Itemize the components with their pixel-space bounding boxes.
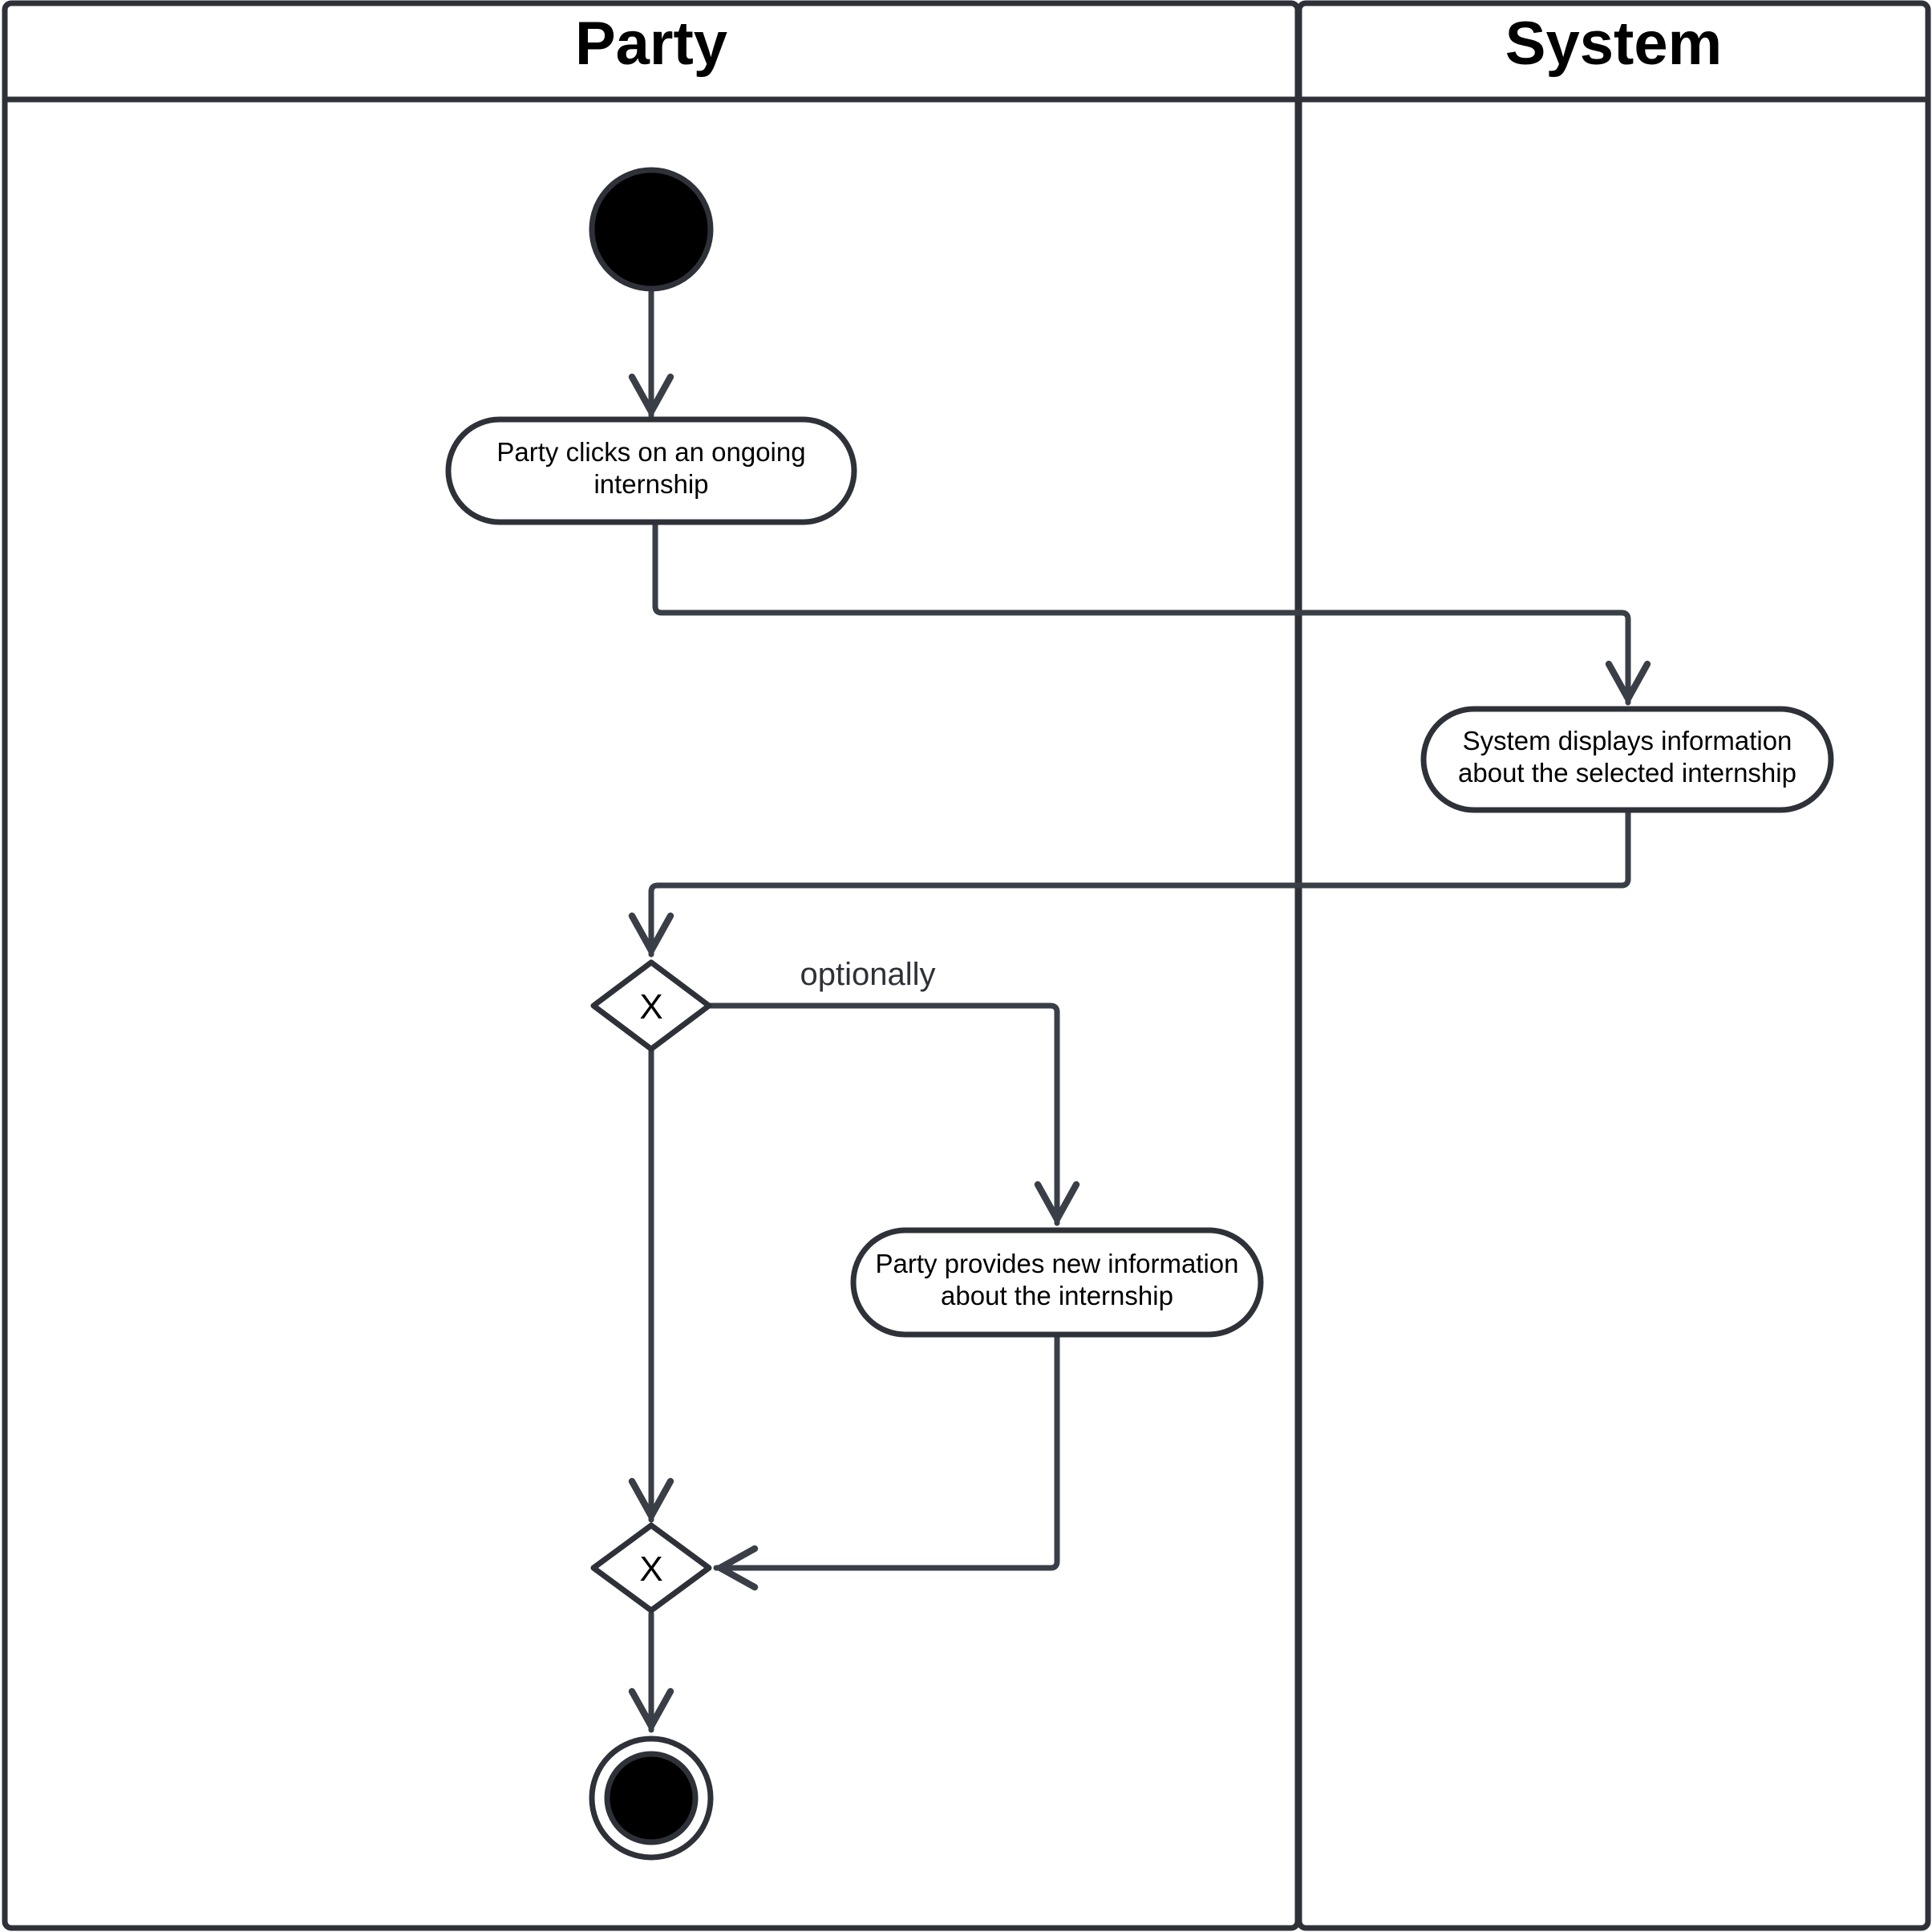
gateway-diamond (590, 1522, 712, 1614)
end-node (589, 1736, 714, 1861)
activity-party-clicks-internship: Party clicks on an ongoing internship (445, 416, 857, 525)
activity-label-line1: Party provides new information (875, 1249, 1238, 1278)
lane-system-body (1296, 0, 1931, 1931)
activity-party-provides-information: Party provides new information about the… (850, 1227, 1264, 1338)
decision-gateway-merge: X (590, 1522, 712, 1614)
edges: optionally (628, 289, 1651, 1733)
edge-provide-to-merge (713, 1334, 1060, 1591)
gateway-diamond (590, 959, 712, 1052)
activity-label-line2: internship (593, 469, 708, 499)
edge-split-to-provide (706, 1002, 1080, 1226)
edge-display-to-split (628, 809, 1631, 958)
decision-gateway-split: X (590, 959, 712, 1052)
activity-box (445, 416, 857, 525)
activity-box (850, 1227, 1264, 1338)
activity-label-line1: System displays information (1463, 726, 1792, 755)
lane-party-title: Party (575, 10, 727, 78)
end-node-inner-dot (604, 1751, 699, 1845)
gateway-symbol: X (639, 1549, 662, 1589)
activity-label-line2: about the internship (941, 1281, 1173, 1310)
start-node (589, 167, 714, 292)
activity-box (1420, 706, 1834, 813)
activity-system-displays-information: System displays information about the se… (1420, 706, 1834, 813)
swimlane-system: System (1296, 0, 1931, 1931)
edge-label-optionally: optionally (800, 957, 935, 992)
lane-system-title: System (1505, 10, 1722, 78)
activity-label-line1: Party clicks on an ongoing (496, 437, 805, 467)
activity-label-line2: about the selected internship (1458, 758, 1796, 788)
gateway-symbol: X (639, 987, 662, 1027)
edge-click-to-display (652, 520, 1651, 706)
